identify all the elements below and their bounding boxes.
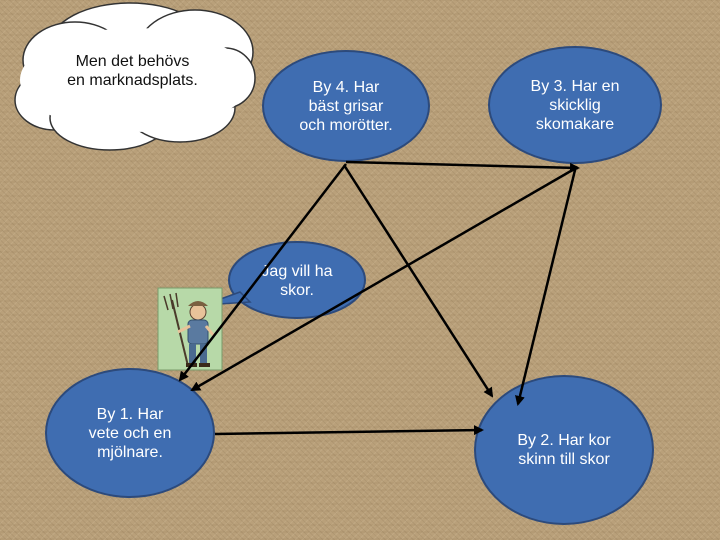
cloud-text: Men det behövs en marknadsplats. [67,53,198,89]
village-by3: By 3. Har en skicklig skomakare [488,46,662,164]
village-by3-label: By 3. Har en skicklig skomakare [530,77,620,133]
arrow-by4-to-by1 [178,163,347,382]
arrow-by1-to-by2 [214,425,484,436]
arrow-by4-to-by2 [342,164,494,398]
arrow-by4-to-by3 [345,160,580,173]
thought-cloud-fill [20,28,250,132]
village-by4: By 4. Har bäst grisar och morötter. [262,50,430,162]
arrow-by3-to-by1 [190,166,577,392]
village-by2: By 2. Har kor skinn till skor [474,375,654,525]
village-by4-label: By 4. Har bäst grisar och morötter. [299,78,393,134]
village-by1-label: By 1. Har vete och en mjölnare. [88,405,172,461]
village-by1: By 1. Har vete och en mjölnare. [45,368,215,498]
village-by2-label: By 2. Har kor skinn till skor [517,432,611,468]
arrow-by3-to-by2 [515,165,578,406]
